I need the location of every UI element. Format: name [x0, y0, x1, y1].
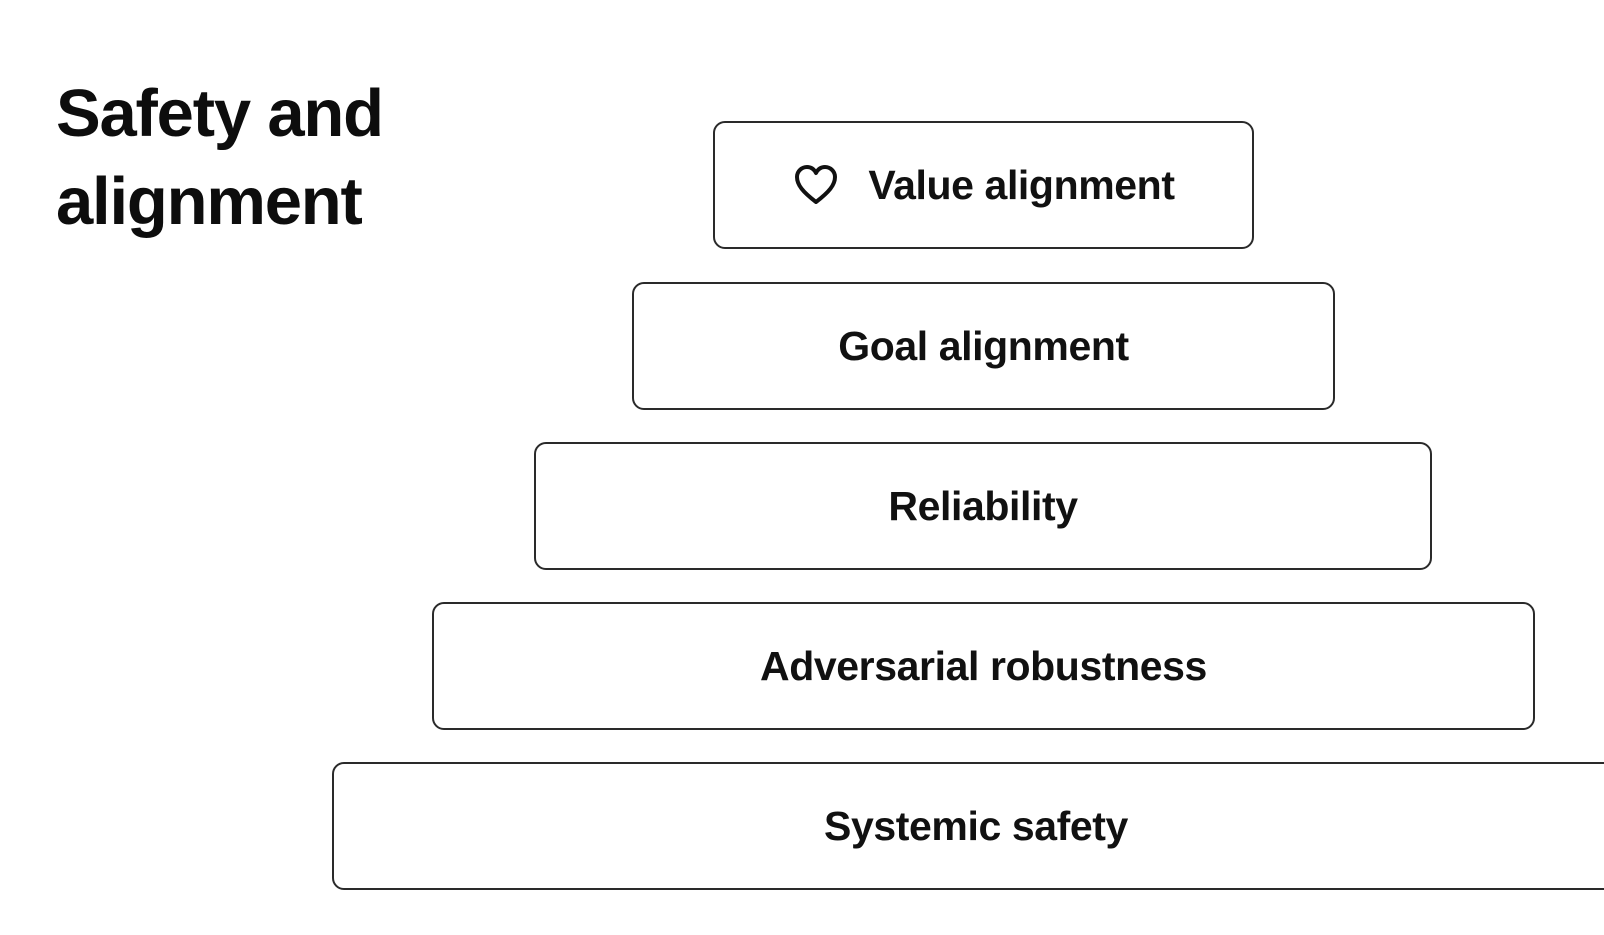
- layer-adversarial-robustness: Adversarial robustness: [432, 602, 1535, 730]
- layer-systemic-safety: Systemic safety: [332, 762, 1604, 890]
- layer-label: Reliability: [888, 482, 1078, 529]
- layer-label: Value alignment: [868, 161, 1175, 208]
- layer-label: Systemic safety: [824, 802, 1128, 849]
- title-line-1: Safety and: [56, 76, 384, 151]
- layer-value-alignment: Value alignment: [713, 121, 1254, 249]
- heart-icon: [792, 161, 840, 209]
- title-line-2: alignment: [56, 164, 363, 239]
- layer-label: Goal alignment: [838, 322, 1129, 369]
- layer-reliability: Reliability: [534, 442, 1432, 570]
- layer-label: Adversarial robustness: [760, 642, 1207, 689]
- layer-goal-alignment: Goal alignment: [632, 282, 1335, 410]
- page-title: Safety and alignment: [56, 70, 476, 246]
